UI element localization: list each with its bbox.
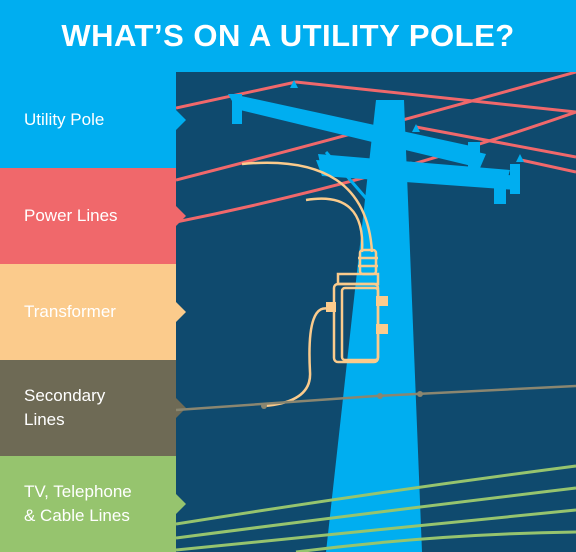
transformer-brackets	[326, 296, 388, 334]
transformer-lead	[305, 197, 364, 253]
legend-label-cable-lines: TV, Telephone & Cable Lines	[24, 482, 132, 525]
insulators	[290, 80, 524, 162]
crossarm-bracket	[510, 164, 520, 194]
cable-line	[176, 464, 576, 526]
cable-lines	[176, 464, 576, 552]
line-clamp	[417, 391, 423, 397]
insulator	[290, 80, 298, 88]
transformer-bushing-rings	[358, 256, 378, 268]
legend-item-utility-pole: Utility Pole	[0, 72, 186, 168]
power-line	[415, 125, 576, 159]
secondary-lines	[176, 384, 576, 412]
crossarm-lower	[318, 154, 510, 184]
legend-pointer	[176, 302, 186, 322]
power-line	[520, 158, 576, 174]
legend-label-power-lines: Power Lines	[24, 206, 118, 225]
legend-item-power-lines: Power Lines	[0, 168, 186, 264]
legend-pointer	[176, 206, 186, 226]
cable-line	[295, 530, 576, 552]
legend-item-cable-lines: TV, Telephone & Cable Lines	[0, 456, 186, 552]
crossarm-bracket	[468, 142, 480, 186]
legend-label-secondary-lines: Secondary Lines	[24, 386, 106, 429]
crossarm-bracket	[494, 174, 506, 204]
power-line	[295, 80, 576, 114]
legend-pointer	[176, 398, 186, 418]
pole-brace	[324, 151, 380, 213]
legend-pointer	[176, 110, 186, 130]
legend-pointer	[176, 494, 186, 514]
pole-braces	[324, 151, 414, 213]
legend-item-secondary-lines: Secondary Lines	[0, 360, 186, 456]
legend-label-transformer: Transformer	[24, 302, 116, 321]
insulator	[412, 124, 420, 132]
utility-pole	[228, 94, 520, 552]
page-title: WHAT’S ON A UTILITY POLE?	[61, 18, 515, 53]
crossarm-upper	[232, 94, 486, 168]
transformer-bracket	[376, 296, 388, 306]
transformer-connector	[326, 302, 336, 312]
line-clamp	[377, 393, 383, 399]
crossarm-bracket	[232, 94, 242, 124]
pole-brace	[394, 161, 414, 213]
transformer-bracket	[376, 324, 388, 334]
header-banner: WHAT’S ON A UTILITY POLE?	[0, 0, 576, 72]
transformer-lead	[241, 161, 374, 253]
transformer-lead	[263, 307, 333, 408]
secondary-line	[176, 384, 576, 412]
insulator	[516, 154, 524, 162]
secondary-line-clamps	[261, 391, 423, 409]
utility-pole-illustration	[176, 72, 576, 552]
transformer-top	[336, 272, 380, 286]
cable-line	[176, 486, 576, 540]
pole-shaft	[326, 100, 422, 552]
line-clamp	[261, 403, 267, 409]
legend-item-transformer: Transformer	[0, 264, 186, 360]
cable-line	[176, 508, 576, 552]
legend-label-utility-pole: Utility Pole	[24, 110, 105, 129]
legend-sidebar: Utility Pole Power Lines Transformer Sec…	[0, 72, 186, 552]
